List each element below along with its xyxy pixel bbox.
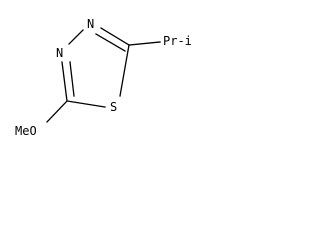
bond-n-n	[68, 29, 84, 45]
bond-c5-isopropyl	[128, 41, 161, 46]
atom-label-s: S	[110, 100, 117, 114]
bond-n-top-c5	[100, 27, 130, 46]
atom-labels: N N S MeO Pr-i	[15, 17, 192, 138]
bond-n-left-c2	[61, 61, 68, 102]
atom-label-n-left: N	[56, 46, 63, 60]
bond-n-top-c5-double	[95, 33, 126, 52]
bond-c2-s	[66, 100, 106, 108]
ring-bonds	[61, 27, 130, 108]
bond-n-left-c2-double	[69, 61, 75, 97]
atom-label-isopropyl: Pr-i	[163, 34, 192, 48]
bond-c2-methoxy	[46, 100, 68, 123]
atom-label-methoxy: MeO	[15, 124, 37, 138]
molecule-structure-diagram: N N S MeO Pr-i	[15, 17, 192, 138]
atom-label-n-top: N	[87, 17, 94, 31]
bond-s-c5	[119, 44, 130, 97]
substituent-bonds	[46, 41, 161, 123]
